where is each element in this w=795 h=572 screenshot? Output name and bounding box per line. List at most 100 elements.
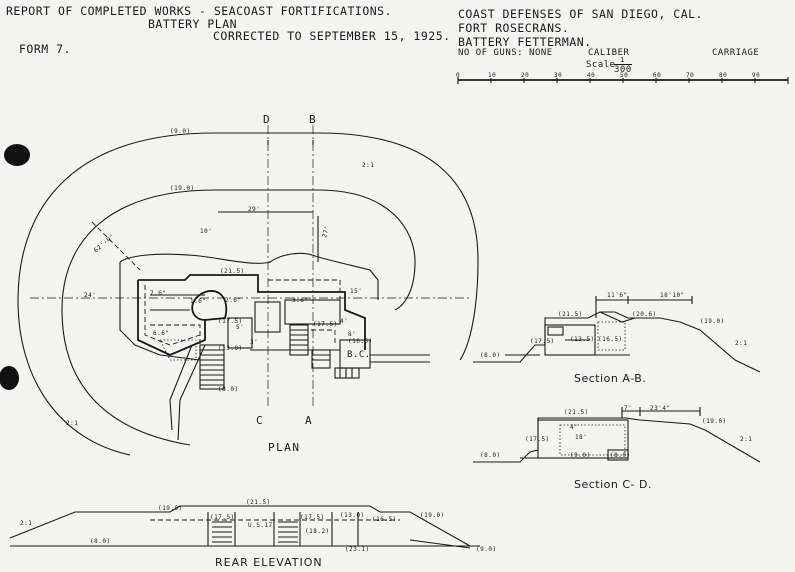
plan-dim: 10' [200, 228, 213, 235]
elevation-dim: (19.0) [158, 505, 183, 512]
plan-dim: 6.6" [153, 330, 170, 337]
dimension-line [91, 221, 141, 271]
scale-tick: 40 [587, 72, 596, 79]
section-dim: 18' [575, 434, 588, 441]
plan-dim: 7.6" [150, 290, 167, 297]
section-dim: 4' [570, 424, 579, 431]
defenses-title: COAST DEFENSES OF SAN DIEGO, CAL. [458, 7, 703, 21]
plan-dim: 24' [84, 292, 97, 299]
plan-caption: PLAN [268, 441, 301, 454]
section-dim: 7' [624, 405, 633, 412]
scale-numerator: 1 [620, 56, 625, 64]
scale-tick: 80 [719, 72, 728, 79]
scale-tick: 10 [488, 72, 497, 79]
section-dim: 2:1 [735, 340, 748, 347]
section-dim: (19.0) [700, 318, 725, 325]
plan-dim: 5' [236, 324, 245, 331]
elevation-dim: (16.5) [372, 516, 397, 523]
section-mark-d: D [263, 113, 271, 126]
plan-dim: 3.6" [292, 297, 309, 304]
plan-dim: 2:1 [66, 420, 79, 427]
section-cd-drawing [473, 407, 761, 463]
section-dim: (20.6) [632, 311, 657, 318]
plan-dim: (21.5) [220, 268, 245, 275]
section-dim: (9.0) [570, 452, 591, 459]
section-dim: (8.0) [610, 452, 631, 459]
section-dim: 18'10" [660, 292, 685, 299]
caliber-label: CALIBER [588, 48, 630, 58]
section-dim: 2:1 [740, 436, 753, 443]
scale-label: Scale [586, 60, 616, 70]
elevation-dim: (13.0) [340, 512, 365, 519]
battery-commander-station: B.C. [347, 350, 371, 360]
plan-dim: 2:1 [362, 162, 375, 169]
plan-dim: (9.0) [170, 128, 191, 135]
section-dim: (19.0) [702, 418, 727, 425]
plan-dim: 8' [348, 331, 357, 338]
rear-elevation-caption: REAR ELEVATION [215, 556, 323, 569]
section-dim: (13.5) [570, 336, 595, 343]
plan-dim: 15' [350, 288, 363, 295]
scale-tick: 60 [653, 72, 662, 79]
plan-dim: 1.6" [190, 298, 207, 305]
fort-name: FORT ROSECRANS. [458, 21, 570, 35]
elevation-dim: (8.0) [90, 538, 111, 545]
scale-tick: 0 [456, 72, 461, 79]
elevation-dim: (17.5) [300, 514, 325, 521]
scale-bar [457, 77, 789, 84]
report-title: REPORT OF COMPLETED WORKS - SEACOAST FOR… [6, 4, 393, 18]
elevation-dim: (21.5) [246, 499, 271, 506]
plan-dim: (17.5) [218, 318, 243, 325]
battery-name: BATTERY FETTERMAN. [458, 35, 592, 49]
inner-crest [119, 252, 379, 300]
elevation-dim: (9.0) [476, 546, 497, 553]
hidden-line [295, 329, 336, 345]
carriage-label: CARRIAGE [712, 48, 760, 58]
elevation-dim: 2:1 [20, 520, 33, 527]
battery-structure [137, 274, 430, 369]
scale-tick: 90 [752, 72, 761, 79]
elevation-dim: (23.1) [345, 546, 370, 553]
section-mark-b: B [309, 113, 317, 126]
plan-dim: 3' [250, 339, 259, 346]
elevation-dim: (17.5) [210, 514, 235, 521]
elevation-dim: (18.2) [305, 528, 330, 535]
corrected-date: CORRECTED TO SEPTEMBER 15, 1925. [213, 29, 451, 43]
elevation-dim: (19.0) [420, 512, 445, 519]
section-ab-drawing [473, 296, 761, 373]
plan-dim: 4' [340, 318, 349, 325]
plan-dim: (19.0) [170, 185, 195, 192]
section-cd-caption: Section C- D. [574, 478, 652, 491]
outer-slope-outline [17, 132, 318, 456]
section-dim: (16.5) [598, 336, 623, 343]
guns-label: NO OF GUNS: NONE [458, 48, 553, 58]
elevation-dim: U.S.17 [248, 522, 273, 529]
scale-tick: 50 [620, 72, 629, 79]
hidden-line [268, 279, 341, 300]
section-dim: (17.5) [525, 436, 550, 443]
outer-slope-right [317, 132, 479, 361]
binder-hole-icon [0, 366, 19, 390]
section-dim: (21.5) [558, 311, 583, 318]
form-number: FORM 7. [19, 42, 71, 56]
plan-dim: 2.6" [225, 297, 242, 304]
section-dim: 11'6" [607, 292, 628, 299]
inner-crest-left [119, 262, 201, 361]
mid-contour [61, 189, 216, 446]
scale-denominator: 300 [614, 64, 632, 75]
section-mark-a: A [305, 414, 313, 427]
plan-dim: (13.0) [218, 345, 243, 352]
section-dim: (21.5) [564, 409, 589, 416]
section-mark-c: C [256, 414, 264, 427]
plan-dim: (17.5) [313, 321, 338, 328]
section-dim: (17.5) [530, 338, 555, 345]
scale-tick: 70 [686, 72, 695, 79]
section-dim: (8.0) [480, 452, 501, 459]
plan-dim: 29' [248, 206, 261, 213]
section-ab-caption: Section A-B. [574, 372, 647, 385]
scale-tick: 20 [521, 72, 530, 79]
plan-stairs [159, 324, 360, 441]
scale-tick: 30 [554, 72, 563, 79]
binder-hole-icon [4, 144, 30, 166]
